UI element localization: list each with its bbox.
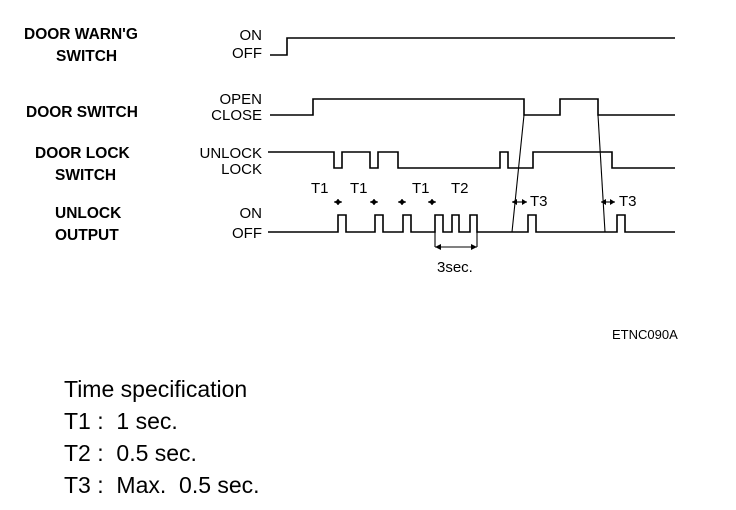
spec-row-t3: T3 : Max. 0.5 sec. [64, 469, 260, 501]
spec-row-t1: T1 : 1 sec. [64, 405, 260, 437]
spec-row-t2: T2 : 0.5 sec. [64, 437, 260, 469]
state-label-door-warning-on: ON [240, 27, 263, 44]
duration-marker-3sec: 3sec. [435, 244, 477, 276]
timing-label-t1-second: T1 [350, 180, 368, 197]
timing-marker-t3-first: T3 [512, 193, 548, 210]
timing-marker-t1-third: T1 [398, 180, 430, 205]
reference-line-t3-second [597, 114, 606, 233]
time-specification: Time specification T1 : 1 sec. T2 : 0.5 … [64, 373, 260, 501]
signal-name-unlock-output-2: OUTPUT [55, 227, 119, 244]
signal-name-door-lock-2: SWITCH [55, 167, 116, 184]
spec-value-t3: Max. 0.5 sec. [116, 472, 260, 498]
signal-name-door-warning-2: SWITCH [56, 48, 117, 65]
timing-label-t1-third: T1 [412, 180, 430, 197]
state-label-unlock-output-off: OFF [232, 225, 262, 242]
timing-marker-t1-first: T1 [311, 180, 342, 205]
duration-label-3sec: 3sec. [437, 259, 473, 276]
timing-label-t3-second: T3 [619, 193, 637, 210]
timing-label-t2: T2 [451, 180, 469, 197]
state-label-door-lock-unlock: UNLOCK [199, 145, 262, 162]
state-label-door-switch-open: OPEN [219, 91, 262, 108]
signal-name-door-lock-1: DOOR LOCK [35, 145, 131, 162]
state-label-unlock-output-on: ON [240, 205, 263, 222]
state-label-door-lock-lock: LOCK [221, 161, 262, 178]
waveform-door-warning [270, 37, 675, 56]
spec-value-t2: 0.5 sec. [116, 440, 197, 466]
spec-title: Time specification [64, 376, 248, 402]
state-label-door-switch-close: CLOSE [211, 107, 262, 124]
spec-sep-t2: : [97, 440, 104, 466]
timing-marker-t1-second: T1 [350, 180, 378, 205]
signal-name-unlock-output-1: UNLOCK [55, 205, 122, 222]
timing-marker-t3-second: T3 [601, 193, 637, 210]
signal-name-door-switch: DOOR SWITCH [26, 104, 138, 121]
timing-marker-t2: T2 [428, 180, 469, 205]
spec-sep-t1: : [97, 408, 104, 434]
spec-value-t1: 1 sec. [116, 408, 178, 434]
figure-code: ETNC090A [612, 327, 678, 342]
timing-label-t1-first: T1 [311, 180, 329, 197]
spec-sep-t3: : [97, 472, 104, 498]
state-label-door-warning-off: OFF [232, 45, 262, 62]
reference-line-t3-first [511, 114, 525, 233]
waveform-unlock-output [268, 214, 675, 233]
waveform-door-switch [270, 98, 675, 116]
spec-key-t3: T3 [64, 472, 91, 498]
spec-key-t1: T1 [64, 408, 91, 434]
spec-key-t2: T2 [64, 440, 91, 466]
signal-name-door-warning-1: DOOR WARN'G [24, 26, 138, 43]
waveform-door-lock [268, 151, 675, 169]
timing-label-t3-first: T3 [530, 193, 548, 210]
